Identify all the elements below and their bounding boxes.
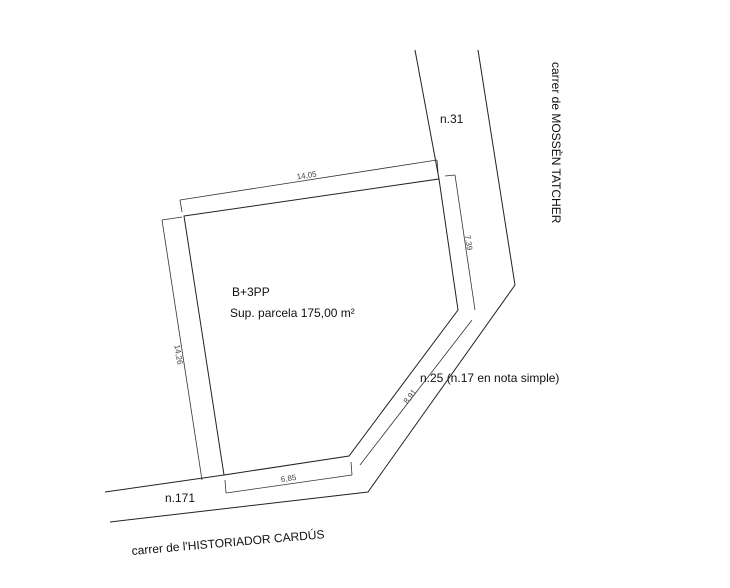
- dimension-diagonal: 8,91: [359, 319, 473, 466]
- street-south-label: carrer de l'HISTORIADOR CARDÚS: [131, 526, 325, 558]
- dimension-left: 14,26: [161, 216, 203, 481]
- parcel-boundary: [183, 178, 459, 476]
- area-label: Sup. parcela 175,00 m²: [230, 306, 355, 320]
- dimension-bottom-label: 6,85: [280, 473, 297, 484]
- street-edge-east: [109, 49, 516, 523]
- zoning-label: B+3PP: [232, 285, 270, 299]
- neighbor-n31-label: n.31: [440, 112, 464, 126]
- neighbor-boundary-n31: [414, 49, 440, 180]
- dimension-bottom: 6,85: [224, 461, 353, 494]
- dimension-top: 14,05: [179, 159, 439, 213]
- street-east-label: carrer de MOSSÈN TATCHER: [549, 62, 564, 224]
- neighbor-boundary-n171: [104, 474, 225, 493]
- dimension-left-label: 14,26: [172, 344, 184, 366]
- neighbor-n25-label: n.25 (n.17 en nota simple): [420, 371, 559, 385]
- neighbor-n171-label: n.171: [165, 491, 195, 505]
- dimension-diagonal-label: 8,91: [402, 387, 419, 405]
- dimension-top-label: 14,05: [296, 169, 318, 181]
- dimension-right-label: 7,39: [463, 234, 474, 251]
- dimension-right: 7,39: [444, 174, 476, 311]
